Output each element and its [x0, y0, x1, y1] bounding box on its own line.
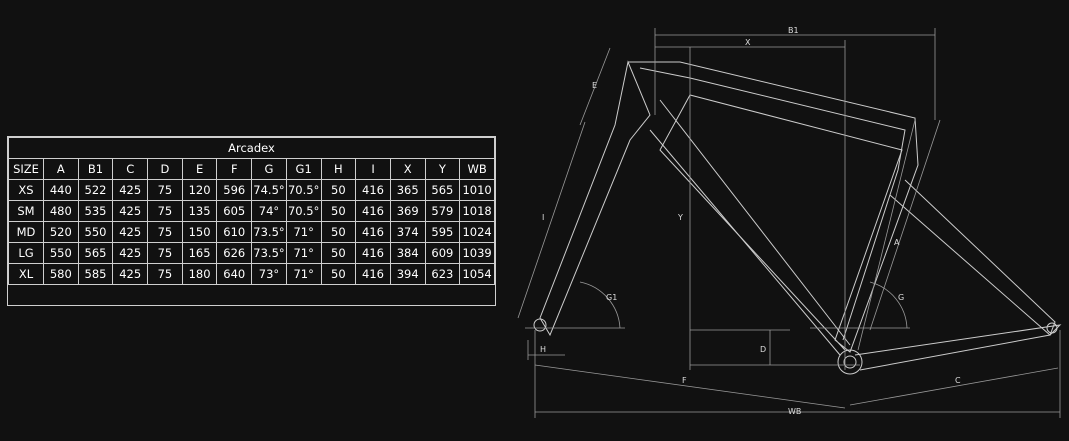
value-cell: 425 — [112, 242, 149, 264]
label-f: F — [682, 376, 687, 385]
value-cell: 135 — [181, 200, 218, 222]
value-cell: 73.5° — [251, 221, 287, 243]
label-i: I — [542, 213, 544, 222]
value-cell: 75 — [147, 179, 183, 201]
size-cell: XL — [8, 263, 44, 285]
column-header: WB — [459, 158, 495, 180]
value-cell: 74.5° — [251, 179, 287, 201]
frame-outline — [533, 60, 1062, 375]
value-cell: 550 — [77, 221, 114, 243]
dimension-lines — [517, 28, 1061, 418]
column-header: B1 — [77, 158, 114, 180]
value-cell: 71° — [285, 221, 322, 243]
label-g: G — [898, 293, 904, 302]
value-cell: 1018 — [459, 200, 495, 222]
label-wb: WB — [788, 407, 801, 416]
value-cell: 50 — [320, 263, 357, 285]
dimension-labels: B1 X E I Y A G G1 H D F C WB — [540, 26, 961, 416]
value-cell: 580 — [43, 263, 79, 285]
value-cell: 595 — [424, 221, 461, 243]
value-cell: 369 — [389, 200, 426, 222]
label-x: X — [745, 38, 751, 47]
label-b1: B1 — [788, 26, 799, 35]
value-cell: 626 — [216, 242, 253, 264]
column-header: SIZE — [8, 158, 44, 180]
value-cell: 605 — [216, 200, 253, 222]
value-cell: 623 — [424, 263, 461, 285]
value-cell: 73° — [251, 263, 287, 285]
label-d: D — [760, 345, 766, 354]
value-cell: 640 — [216, 263, 253, 285]
label-e: E — [592, 81, 597, 90]
value-cell: 50 — [320, 179, 357, 201]
label-g1: G1 — [606, 293, 617, 302]
value-cell: 585 — [77, 263, 114, 285]
value-cell: 365 — [389, 179, 426, 201]
label-a: A — [894, 238, 900, 247]
size-cell: SM — [8, 200, 44, 222]
value-cell: 565 — [424, 179, 461, 201]
value-cell: 394 — [389, 263, 426, 285]
label-h: H — [540, 345, 546, 354]
label-y: Y — [677, 213, 683, 222]
value-cell: 75 — [147, 242, 183, 264]
value-cell: 425 — [112, 263, 149, 285]
value-cell: 550 — [43, 242, 79, 264]
empty-row — [8, 284, 495, 305]
label-c: C — [955, 376, 961, 385]
value-cell: 425 — [112, 179, 149, 201]
value-cell: 1054 — [459, 263, 495, 285]
value-cell: 535 — [77, 200, 114, 222]
value-cell: 75 — [147, 263, 183, 285]
value-cell: 1039 — [459, 242, 495, 264]
value-cell: 440 — [43, 179, 79, 201]
value-cell: 71° — [285, 263, 322, 285]
value-cell: 425 — [112, 221, 149, 243]
size-cell: LG — [8, 242, 44, 264]
